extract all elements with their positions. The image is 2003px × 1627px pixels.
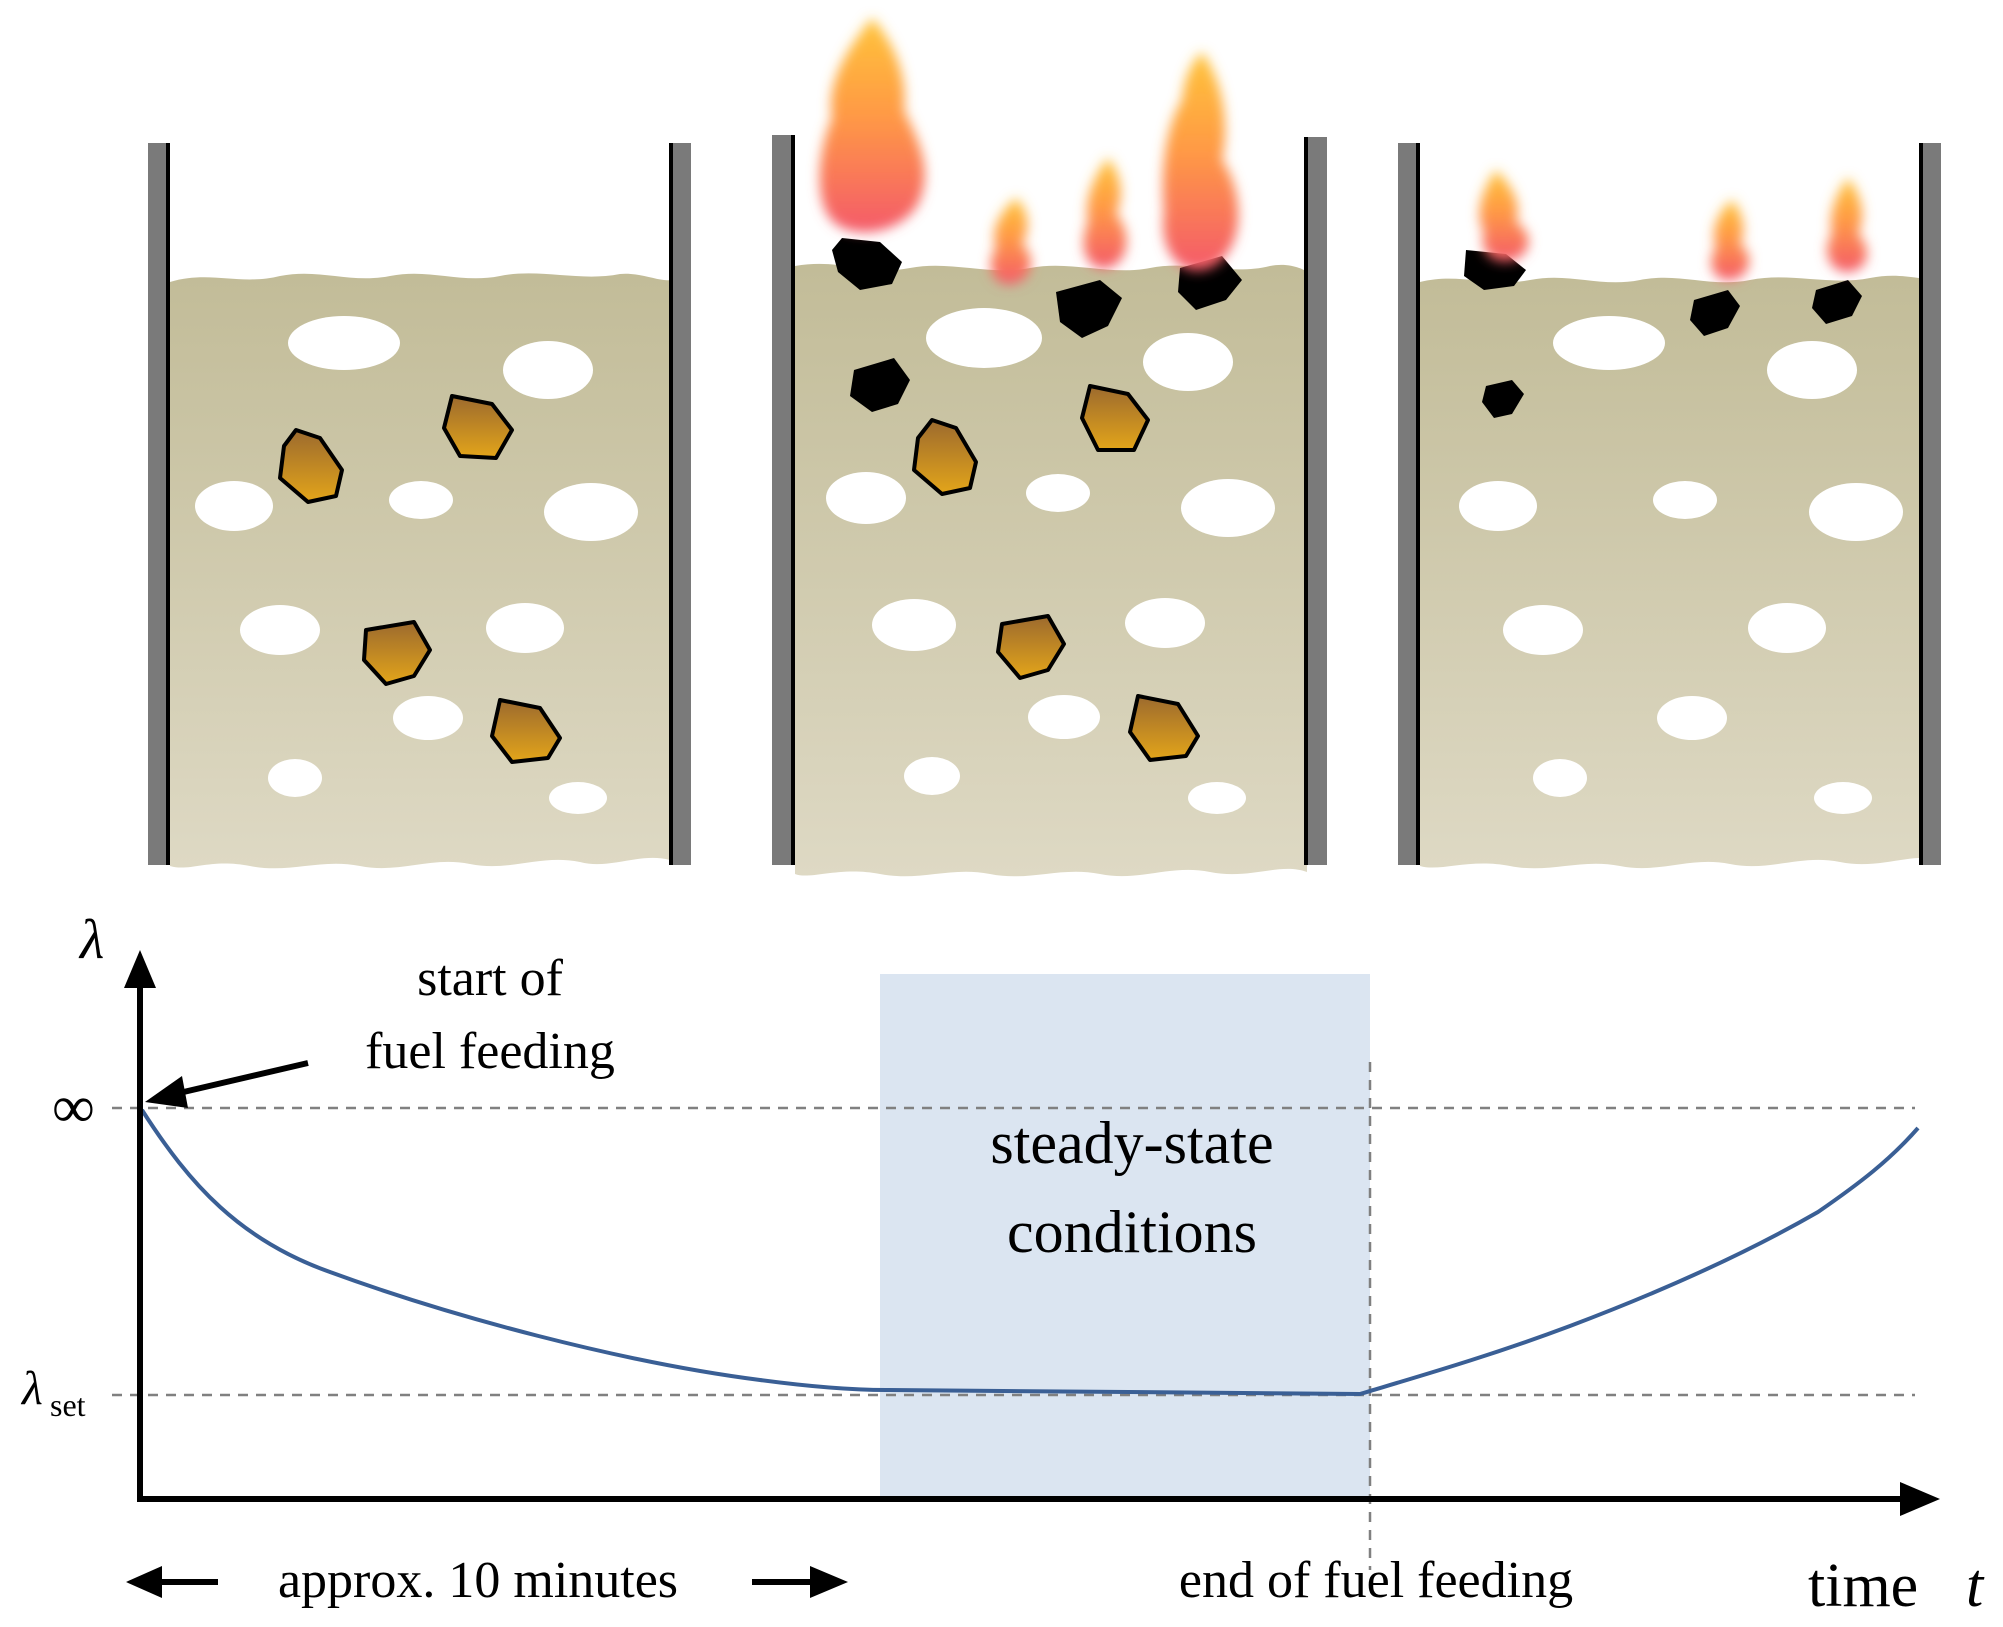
wall-left-2 <box>772 135 795 865</box>
duration-right-arrowhead <box>810 1566 848 1598</box>
start-feeding-label-line2: fuel feeding <box>365 1023 615 1080</box>
voids-3 <box>1459 316 1903 814</box>
voids-1 <box>195 316 638 814</box>
y-axis-arrowhead <box>124 950 156 988</box>
char-particles-3 <box>1464 250 1862 418</box>
wall-right-1 <box>669 143 691 865</box>
duration-label: approx. 10 minutes <box>278 1552 678 1609</box>
fuel-particles-2 <box>912 384 1200 762</box>
wall-right-2 <box>1304 137 1327 865</box>
wall-left-1 <box>148 143 170 865</box>
char-particles-2 <box>832 238 1242 412</box>
wall-left-3 <box>1398 143 1420 865</box>
reactor-panel-3 <box>1398 143 1941 869</box>
wall-right-3 <box>1919 143 1941 865</box>
voids-2 <box>826 308 1275 814</box>
x-axis-arrowhead <box>1900 1482 1940 1516</box>
steady-state-band <box>880 974 1370 1500</box>
y-axis-label: λ <box>78 909 104 971</box>
steady-state-label-line1: steady-state <box>990 1110 1273 1176</box>
lambda-graph: λ ∞ λ set start of fuel feeding steady-s… <box>20 909 1985 1620</box>
end-feeding-label: end of fuel feeding <box>1179 1552 1573 1609</box>
lambda-curve <box>140 1108 1920 1397</box>
flames-3 <box>1479 170 1867 281</box>
x-axis-variable: t <box>1966 1552 1985 1620</box>
reactor-panel-1 <box>148 143 691 869</box>
flames-2 <box>819 18 1239 285</box>
y-tick-lambda-set: λ <box>20 1362 43 1415</box>
fuel-bed-1 <box>170 273 670 869</box>
duration-left-arrowhead <box>126 1566 162 1598</box>
fuel-particles-1 <box>278 394 562 764</box>
y-tick-infinity: ∞ <box>52 1074 95 1140</box>
steady-state-label-line2: conditions <box>1007 1199 1257 1265</box>
start-feeding-arrow <box>174 1060 309 1097</box>
fuel-bed-3 <box>1420 275 1940 869</box>
duration-indicator: approx. 10 minutes <box>126 1552 848 1609</box>
reactor-panel-2 <box>772 18 1327 877</box>
start-feeding-arrowhead <box>145 1076 188 1108</box>
x-axis-label: time <box>1808 1552 1918 1620</box>
y-tick-lambda-set-subscript: set <box>50 1387 86 1423</box>
start-feeding-label-line1: start of <box>417 950 564 1007</box>
